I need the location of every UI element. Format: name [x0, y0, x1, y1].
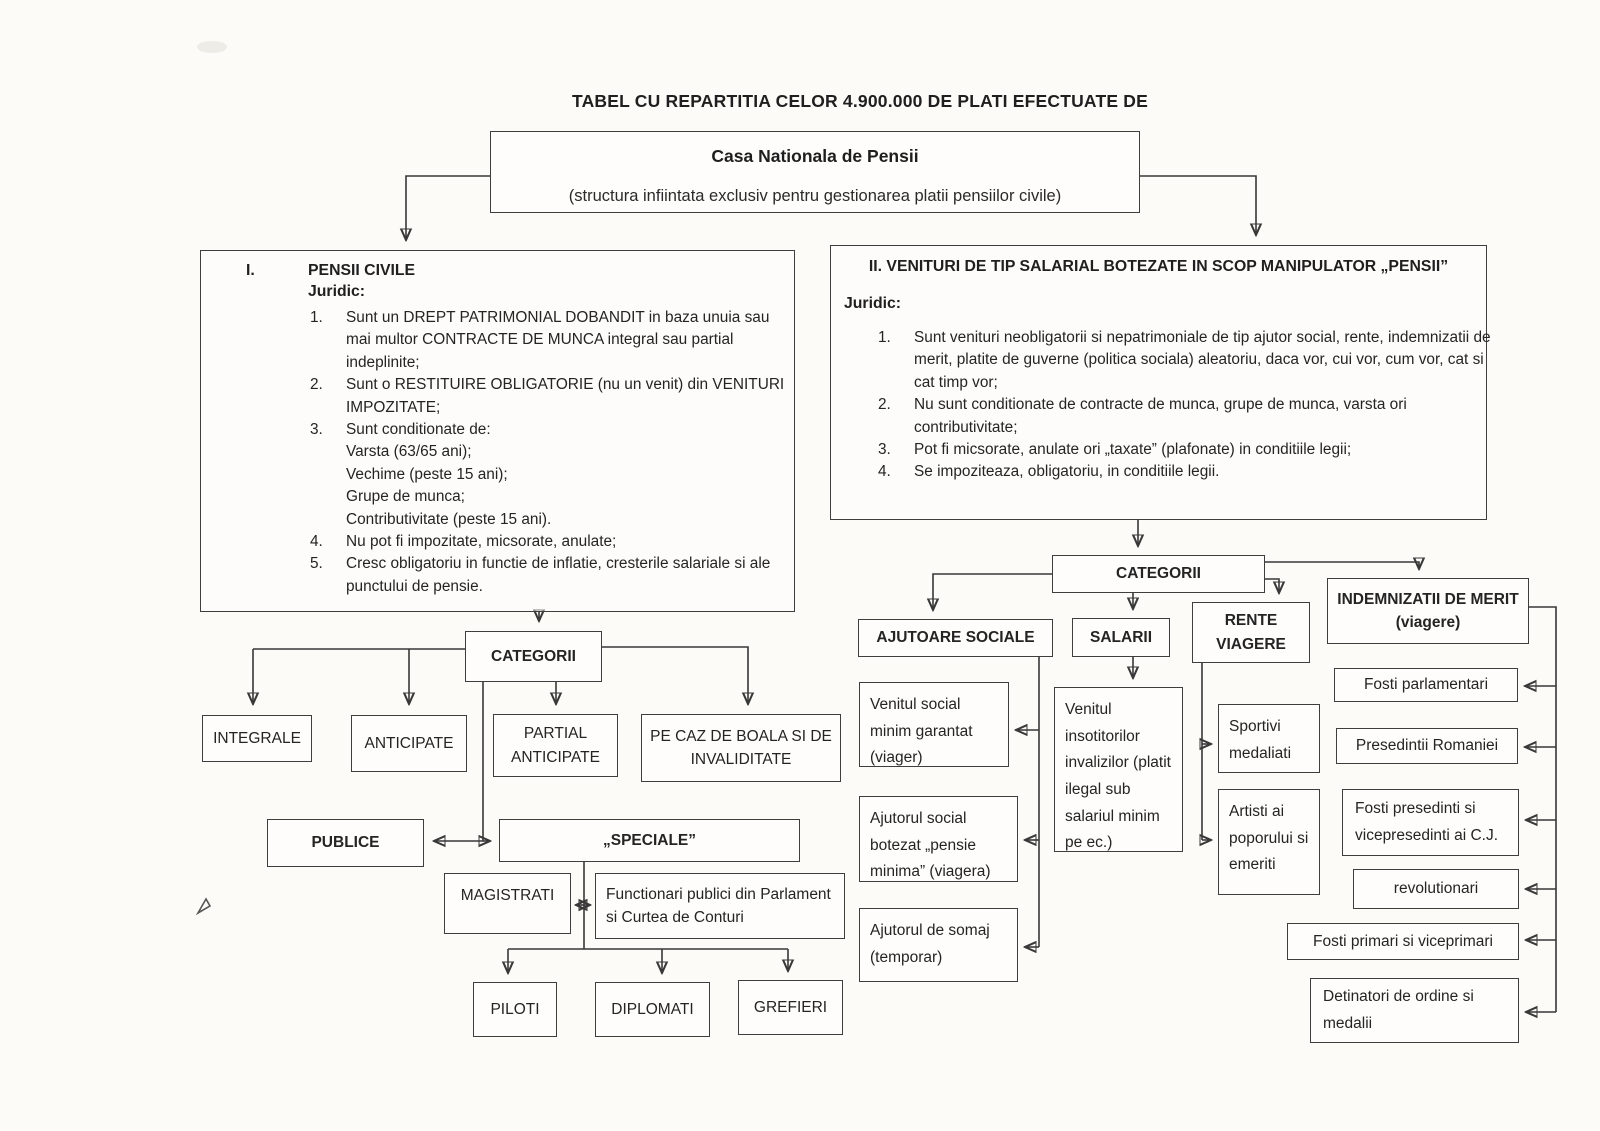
- root-node-casa-nationala: Casa Nationala de Pensii (structura infi…: [490, 131, 1140, 213]
- node-ajutoare-sociale: AJUTOARE SOCIALE: [858, 619, 1053, 657]
- section-venituri-salariale: II. VENITURI DE TIP SALARIAL BOTEZATE IN…: [830, 245, 1491, 520]
- node-rente-viagere: RENTE VIAGERE: [1192, 602, 1310, 663]
- node-diplomati: DIPLOMATI: [595, 982, 710, 1037]
- legal-item: Nu pot fi impozitate, micsorate, anulate…: [308, 531, 798, 554]
- node-boala-invaliditate: PE CAZ DE BOALA SI DE INVALIDITATE: [641, 714, 841, 782]
- node-magistrati: MAGISTRATI: [444, 873, 571, 934]
- node-functionari-publici: Functionari publici din Parlament si Cur…: [595, 873, 845, 939]
- node-venit-insotitori: Venitul insotitorilor invalizilor (plati…: [1054, 687, 1183, 852]
- page-title: TABEL CU REPARTITIA CELOR 4.900.000 DE P…: [571, 91, 1148, 111]
- legal-item: Sunt un DREPT PATRIMONIAL DOBANDIT in ba…: [308, 307, 798, 374]
- legal-item: Nu sunt conditionate de contracte de mun…: [876, 394, 1492, 439]
- node-fosti-parlamentari: Fosti parlamentari: [1334, 668, 1518, 702]
- section2-title: II. VENITURI DE TIP SALARIAL BOTEZATE IN…: [868, 258, 1449, 275]
- legal-item: Pot fi micsorate, anulate ori „taxate” (…: [876, 439, 1492, 462]
- node-categorii-right: CATEGORII: [1052, 555, 1265, 593]
- legal-item: Se impoziteaza, obligatoriu, in conditii…: [876, 461, 1492, 484]
- legal-item: Sunt o RESTITUIRE OBLIGATORIE (nu un ven…: [308, 374, 798, 419]
- legal-item: Cresc obligatoriu in functie de inflatie…: [308, 553, 798, 598]
- node-revolutionari: revolutionari: [1353, 869, 1519, 909]
- node-sportivi-medaliati: Sportivi medaliati: [1218, 704, 1320, 773]
- node-fosti-presedinti-cj: Fosti presedinti si vicepresedinti ai C.…: [1342, 789, 1519, 856]
- section1-legal-list: Sunt un DREPT PATRIMONIAL DOBANDIT in ba…: [308, 307, 794, 598]
- node-detinatori-ordine: Detinatori de ordine si medalii: [1310, 978, 1519, 1043]
- node-integrale: INTEGRALE: [202, 715, 312, 762]
- section1-heading: I. PENSII CIVILE: [246, 262, 794, 280]
- node-ajutor-somaj: Ajutorul de somaj (temporar): [859, 908, 1018, 982]
- section-pensii-civile: I. PENSII CIVILE Juridic: Sunt un DREPT P…: [200, 250, 795, 612]
- node-piloti: PILOTI: [473, 982, 557, 1037]
- node-grefieri: GREFIERI: [738, 980, 843, 1035]
- node-fosti-primari: Fosti primari si viceprimari: [1287, 923, 1519, 960]
- node-venit-social-minim: Venitul social minim garantat (viager): [859, 682, 1009, 767]
- node-ajutor-social-botezat: Ajutorul social botezat „pensie minima” …: [859, 796, 1018, 882]
- node-salarii: SALARII: [1072, 618, 1170, 657]
- node-artisti-poporului: Artisti ai poporului si emeriti: [1218, 789, 1320, 895]
- node-publice: PUBLICE: [267, 819, 424, 867]
- section1-title: PENSII CIVILE: [308, 262, 416, 279]
- section2-legal-label: Juridic:: [844, 295, 902, 312]
- node-partial-anticipate: PARTIAL ANTICIPATE: [493, 714, 618, 777]
- smudge-mark: [197, 41, 227, 53]
- node-categorii-left: CATEGORII: [465, 631, 602, 682]
- section1-numeral: I.: [246, 262, 255, 279]
- pen-mark: [195, 897, 212, 916]
- node-speciale: „SPECIALE”: [499, 819, 800, 862]
- legal-item: Sunt conditionate de: Varsta (63/65 ani)…: [308, 419, 798, 531]
- node-anticipate: ANTICIPATE: [351, 715, 467, 772]
- root-node-subtitle: (structura infiintata exclusiv pentru ge…: [568, 187, 1062, 206]
- root-node-title: Casa Nationala de Pensii: [711, 146, 919, 166]
- section2-legal-list: Sunt venituri neobligatorii si nepatrimo…: [876, 327, 1491, 484]
- node-indemnizatii-merit: INDEMNIZATII DE MERIT (viagere): [1327, 578, 1529, 644]
- section1-legal-label: Juridic:: [308, 283, 366, 300]
- node-presedintii-romaniei: Presedintii Romaniei: [1336, 728, 1518, 764]
- legal-item: Sunt venituri neobligatorii si nepatrimo…: [876, 327, 1492, 394]
